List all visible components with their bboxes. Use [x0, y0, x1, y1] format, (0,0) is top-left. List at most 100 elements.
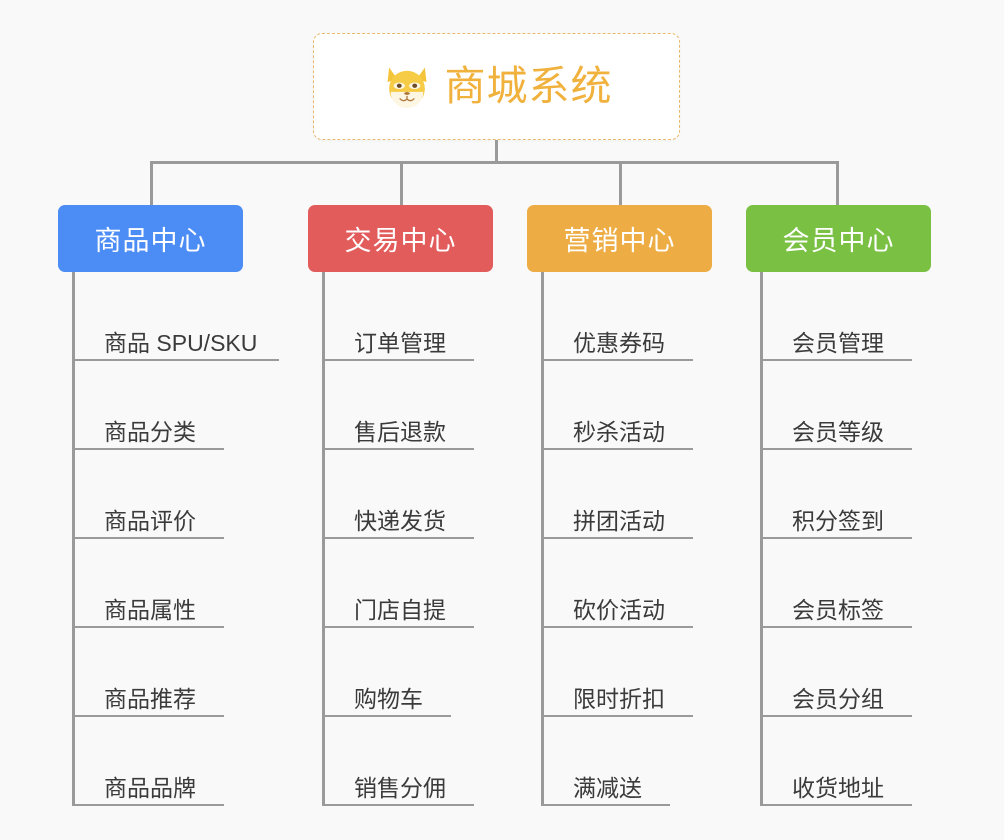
leaf-item-underline: [322, 804, 474, 806]
leaf-item-label: 收货地址: [792, 774, 884, 801]
leaf-item[interactable]: 商品 SPU/SKU: [58, 272, 279, 361]
leaf-item-underline: [760, 626, 912, 628]
leaf-item[interactable]: 会员等级: [746, 361, 931, 450]
category-label: 交易中心: [344, 226, 457, 256]
connector-root-stem: [495, 140, 498, 163]
leaf-item-underline: [322, 537, 474, 539]
leaf-item-underline: [72, 804, 224, 806]
connector-drop-member-center: [836, 161, 839, 206]
leaf-item-label: 会员分组: [792, 685, 884, 712]
leaf-list-trade-center: 订单管理售后退款快递发货门店自提购物车销售分佣: [308, 272, 493, 806]
leaf-item-underline: [541, 537, 693, 539]
column-spine-marketing-center: [541, 272, 544, 806]
leaf-item-underline: [760, 359, 912, 361]
leaf-item-label: 积分签到: [792, 507, 884, 534]
connector-drop-product-center: [150, 161, 153, 206]
leaf-item[interactable]: 会员管理: [746, 272, 931, 361]
leaf-item-label: 会员管理: [792, 329, 884, 356]
leaf-item-label: 快递发货: [354, 507, 446, 534]
leaf-item[interactable]: 砍价活动: [527, 539, 712, 628]
leaf-item-label: 限时折扣: [573, 685, 665, 712]
leaf-item[interactable]: 商品品牌: [58, 717, 243, 806]
column-spine-member-center: [760, 272, 763, 806]
leaf-item[interactable]: 门店自提: [308, 539, 493, 628]
leaf-list-member-center: 会员管理会员等级积分签到会员标签会员分组收货地址: [746, 272, 931, 806]
leaf-list-marketing-center: 优惠券码秒杀活动拼团活动砍价活动限时折扣满减送: [527, 272, 712, 806]
leaf-item-underline: [760, 804, 912, 806]
root-node[interactable]: 商城系统: [313, 33, 680, 140]
category-column-trade-center: 交易中心订单管理售后退款快递发货门店自提购物车销售分佣: [308, 205, 493, 806]
leaf-item[interactable]: 会员分组: [746, 628, 931, 717]
leaf-item-label: 拼团活动: [573, 507, 665, 534]
leaf-item-underline: [72, 359, 279, 361]
leaf-item-label: 秒杀活动: [573, 418, 665, 445]
leaf-item[interactable]: 收货地址: [746, 717, 931, 806]
leaf-item-underline: [322, 715, 451, 717]
leaf-item-underline: [72, 448, 224, 450]
leaf-item-underline: [72, 715, 224, 717]
leaf-item[interactable]: 商品评价: [58, 450, 243, 539]
leaf-item-underline: [541, 804, 670, 806]
category-label: 会员中心: [782, 226, 895, 256]
column-spine-product-center: [72, 272, 75, 806]
category-column-marketing-center: 营销中心优惠券码秒杀活动拼团活动砍价活动限时折扣满减送: [527, 205, 712, 806]
leaf-item[interactable]: 积分签到: [746, 450, 931, 539]
leaf-item-label: 会员等级: [792, 418, 884, 445]
category-column-member-center: 会员中心会员管理会员等级积分签到会员标签会员分组收货地址: [746, 205, 931, 806]
connector-horizontal-bus: [150, 161, 839, 164]
category-header-marketing-center[interactable]: 营销中心: [527, 205, 712, 272]
leaf-item[interactable]: 商品分类: [58, 361, 243, 450]
leaf-item-label: 售后退款: [354, 418, 446, 445]
leaf-item-label: 购物车: [354, 685, 423, 712]
leaf-item-label: 商品品牌: [104, 774, 196, 801]
leaf-item-label: 商品评价: [104, 507, 196, 534]
leaf-item-label: 会员标签: [792, 596, 884, 623]
leaf-item[interactable]: 商品推荐: [58, 628, 243, 717]
leaf-item[interactable]: 满减送: [527, 717, 712, 806]
leaf-item-label: 砍价活动: [573, 596, 665, 623]
leaf-item-label: 商品分类: [104, 418, 196, 445]
leaf-item-label: 销售分佣: [354, 774, 446, 801]
connector-drop-marketing-center: [619, 161, 622, 206]
leaf-item-underline: [322, 359, 474, 361]
leaf-item[interactable]: 快递发货: [308, 450, 493, 539]
leaf-item-label: 订单管理: [354, 329, 446, 356]
leaf-item[interactable]: 拼团活动: [527, 450, 712, 539]
category-header-product-center[interactable]: 商品中心: [58, 205, 243, 272]
category-column-product-center: 商品中心商品 SPU/SKU 商品分类商品评价商品属性商品推荐商品品牌: [58, 205, 279, 806]
column-spine-trade-center: [322, 272, 325, 806]
category-header-member-center[interactable]: 会员中心: [746, 205, 931, 272]
shiba-dog-face-icon: [387, 67, 426, 108]
root-title: 商城系统: [444, 63, 613, 109]
leaf-item[interactable]: 优惠券码: [527, 272, 712, 361]
connector-drop-trade-center: [400, 161, 403, 206]
leaf-item[interactable]: 商品属性: [58, 539, 243, 628]
category-label: 商品中心: [94, 226, 207, 256]
leaf-item-underline: [760, 537, 912, 539]
leaf-item-underline: [760, 448, 912, 450]
leaf-item-label: 门店自提: [354, 596, 446, 623]
leaf-item-label: 优惠券码: [573, 329, 665, 356]
leaf-item-label: 商品 SPU/SKU: [104, 329, 258, 356]
leaf-item[interactable]: 订单管理: [308, 272, 493, 361]
leaf-item[interactable]: 限时折扣: [527, 628, 712, 717]
leaf-item[interactable]: 会员标签: [746, 539, 931, 628]
leaf-item-underline: [72, 626, 224, 628]
leaf-item-underline: [322, 626, 474, 628]
leaf-item-underline: [541, 715, 693, 717]
leaf-item[interactable]: 秒杀活动: [527, 361, 712, 450]
leaf-list-product-center: 商品 SPU/SKU 商品分类商品评价商品属性商品推荐商品品牌: [58, 272, 279, 806]
leaf-item[interactable]: 购物车: [308, 628, 493, 717]
leaf-item-underline: [541, 448, 693, 450]
category-header-trade-center[interactable]: 交易中心: [308, 205, 493, 272]
leaf-item-label: 满减送: [573, 774, 642, 801]
leaf-item[interactable]: 销售分佣: [308, 717, 493, 806]
leaf-item-label: 商品推荐: [104, 685, 196, 712]
leaf-item-underline: [541, 626, 693, 628]
leaf-item-label: 商品属性: [104, 596, 196, 623]
leaf-item-underline: [322, 448, 474, 450]
leaf-item[interactable]: 售后退款: [308, 361, 493, 450]
category-label: 营销中心: [563, 226, 676, 256]
leaf-item-underline: [541, 359, 693, 361]
